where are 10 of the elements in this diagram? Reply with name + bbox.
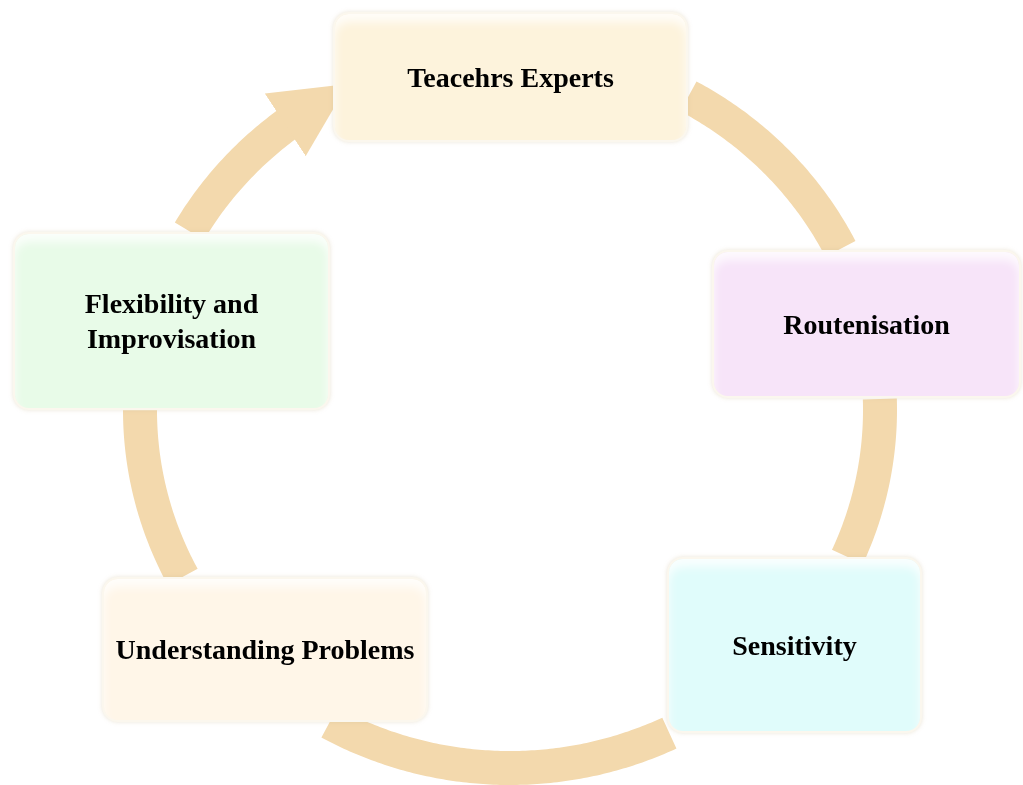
process-box [13,232,330,410]
process-box [333,12,688,142]
node-label: Teacehrs Experts [406,60,615,95]
node-label: Understanding Problems [114,633,416,667]
process-box [102,577,428,722]
node-label: Sensitivity [731,628,858,663]
node-label: Routenisation [782,307,951,342]
process-box [667,557,922,733]
process-box [712,250,1021,398]
node-label: Flexibility and Improvisation [83,287,260,356]
